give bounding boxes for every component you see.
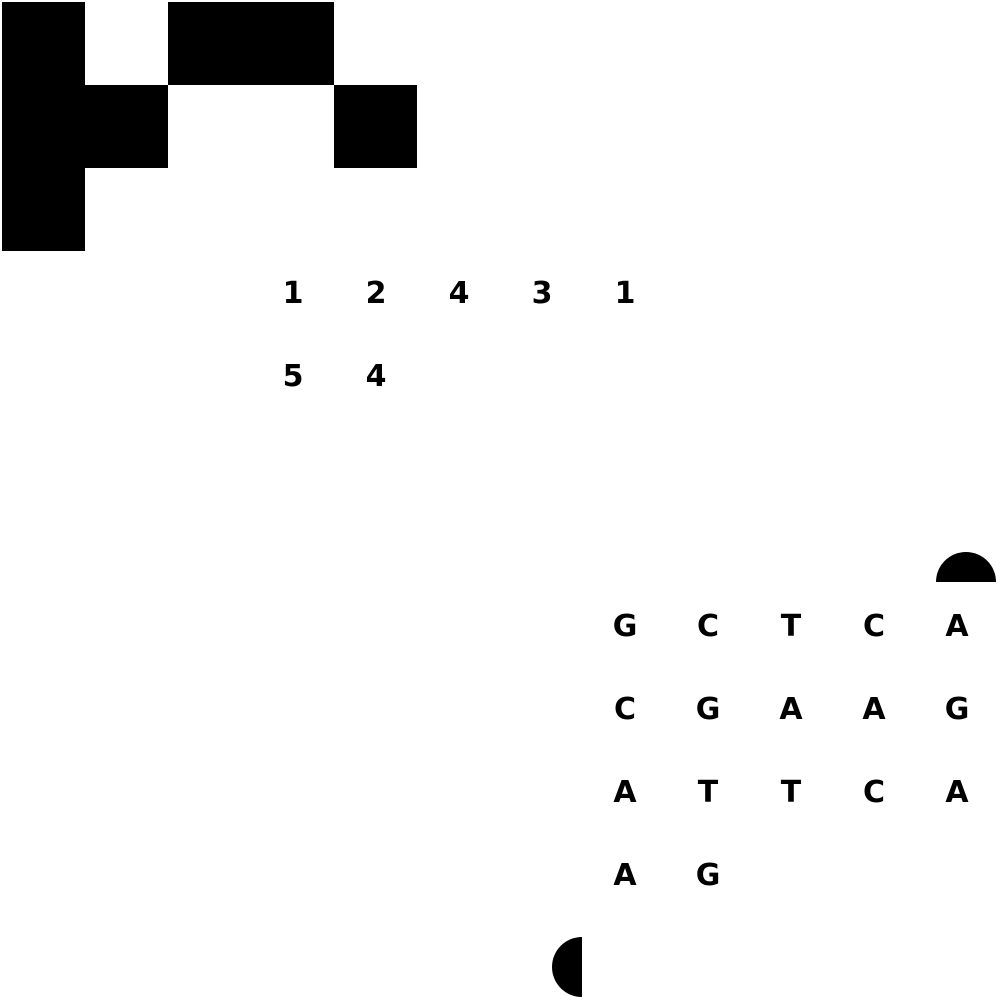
sequence-letter: T: [697, 775, 719, 810]
sequence-letter: G: [695, 692, 721, 727]
sequence-number: 4: [448, 276, 470, 311]
sequence-letter: C: [862, 775, 886, 810]
sequence-letter: C: [613, 692, 637, 727]
half-circle-left-icon: [552, 937, 582, 997]
pattern-block: [2, 168, 85, 251]
pattern-block: [85, 85, 168, 168]
pattern-block: [168, 2, 251, 85]
sequence-letter: A: [945, 609, 969, 644]
sequence-letter: G: [695, 858, 721, 893]
sequence-letter: G: [612, 609, 638, 644]
sequence-letter: G: [944, 692, 970, 727]
sequence-letter: A: [613, 858, 637, 893]
sequence-number: 2: [365, 276, 387, 311]
sequence-number: 4: [365, 359, 387, 394]
pattern-block: [2, 85, 85, 168]
sequence-letter: A: [779, 692, 803, 727]
sequence-number: 3: [531, 276, 553, 311]
sequence-letter: A: [945, 775, 969, 810]
sequence-letter: C: [696, 609, 720, 644]
half-circle-up-icon: [936, 552, 996, 582]
pattern-block: [2, 2, 85, 85]
sequence-number: 1: [614, 276, 636, 311]
pattern-block: [334, 85, 417, 168]
sequence-number: 5: [282, 359, 304, 394]
sequence-letter: C: [862, 609, 886, 644]
sequence-letter: A: [613, 775, 637, 810]
sequence-letter: A: [862, 692, 886, 727]
sequence-letter: T: [780, 775, 802, 810]
pattern-block: [251, 2, 334, 85]
sequence-number: 1: [282, 276, 304, 311]
sequence-letter: T: [780, 609, 802, 644]
